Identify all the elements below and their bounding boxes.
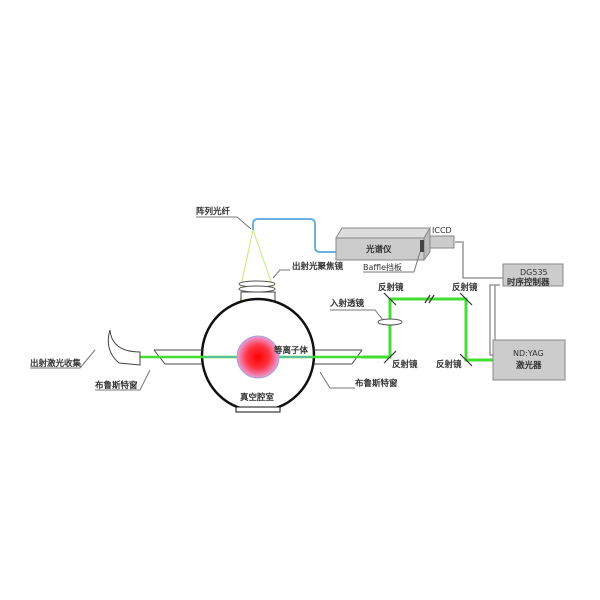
label-iccd: ICCD	[432, 226, 452, 235]
dg535-timing-controller	[502, 263, 564, 287]
label-brewster-window-right: 布鲁斯特窗	[354, 378, 398, 389]
label-mirror-1: 反射镜	[378, 282, 404, 293]
label-dg535: DG535	[520, 268, 548, 277]
label-incident-lens: 入射透镜	[329, 298, 365, 309]
ndyag-laser	[492, 339, 566, 381]
output-focus-lens-2	[238, 285, 276, 293]
label-ndyag: ND:YAG	[513, 349, 544, 358]
label-laser: 激光器	[516, 360, 542, 371]
spectrometer-top	[335, 227, 431, 239]
label-mirror-2: 反射镜	[452, 282, 478, 293]
label-brewster-window-left: 布鲁斯特窗	[94, 380, 138, 391]
callout-lines	[30, 216, 421, 391]
label-baffle: Baffle挡板	[363, 262, 402, 272]
label-fiber-array: 阵列光纤	[196, 206, 231, 217]
laser-collector	[107, 329, 141, 366]
spectrometer-side	[423, 226, 431, 262]
label-laser-collector: 出射激光收集	[30, 358, 82, 369]
mirrors	[383, 292, 473, 367]
label-mirror-4: 反射镜	[436, 359, 462, 370]
laser-beam	[362, 297, 493, 362]
iccd	[429, 235, 455, 249]
label-vacuum-chamber: 真空腔室	[240, 392, 275, 403]
chamber-bottom-flange	[235, 406, 281, 413]
label-mirror-3: 反射镜	[392, 359, 418, 370]
label-plasma: 等离子体	[273, 345, 309, 356]
plasma	[236, 335, 280, 379]
label-output-focus-lens: 出射光聚焦镜	[292, 261, 344, 272]
label-timing-controller: 时序控制器	[507, 277, 550, 288]
label-spectrometer: 光谱仪	[365, 244, 392, 255]
optical-fiber	[252, 218, 336, 253]
baffle	[420, 240, 424, 252]
incident-lens	[377, 318, 403, 326]
